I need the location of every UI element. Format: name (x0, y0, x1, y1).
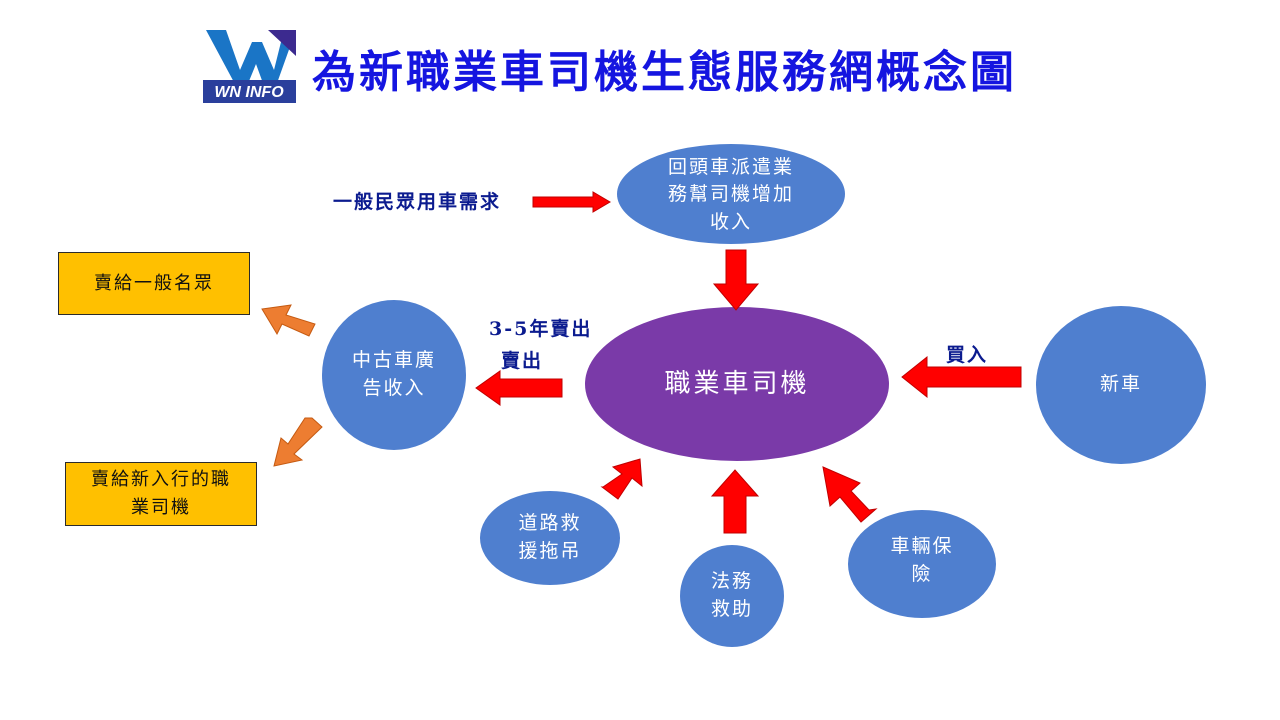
insurance-node-label: 車輛保 險 (848, 528, 996, 594)
used-car-line-1: 中古車廣 (351, 349, 436, 372)
road-rescue-node-ellipse (480, 491, 620, 585)
arrow-dispatch-to-center (712, 249, 760, 311)
sell-years-label: 3-5年賣出 (489, 318, 593, 340)
logo-text: WN INFO (214, 84, 284, 101)
road-rescue-line-2: 援拖吊 (518, 540, 582, 562)
road-rescue-node-label: 道路救 援拖吊 (480, 505, 620, 571)
new-car-node-ellipse (1036, 306, 1206, 464)
dispatch-node-ellipse (617, 144, 845, 244)
road-rescue-line-1: 道路救 (518, 512, 582, 535)
insurance-node-ellipse (848, 510, 996, 618)
dispatch-line-3: 收入 (709, 210, 752, 233)
wn-info-logo: WN INFO (203, 24, 296, 104)
sell-public-box: 賣給一般名眾 (58, 252, 250, 315)
sell-new-driver-line-2: 業司機 (131, 497, 191, 518)
buy-in-label: 買入 (946, 344, 989, 366)
arrow-center-to-used-car (475, 370, 563, 406)
arrow-used-car-to-sell-public (261, 304, 316, 337)
insurance-line-1: 車輛保 (890, 535, 954, 558)
used-car-line-2: 告收入 (362, 377, 426, 399)
used-car-node-label: 中古車廣 告收入 (322, 340, 466, 410)
arrow-rescue-to-center (600, 458, 643, 500)
legal-node-ellipse (680, 545, 784, 647)
arrow-new-car-to-center (901, 355, 1022, 399)
new-car-node-label: 新車 (1099, 373, 1142, 396)
center-node-ellipse (585, 307, 889, 461)
arrow-legal-to-center (710, 469, 760, 534)
insurance-line-2: 險 (911, 563, 933, 585)
arrow-insurance-to-center (822, 466, 878, 523)
legal-line-1: 法務 (710, 570, 753, 593)
sell-new-driver-box: 賣給新入行的職 業司機 (65, 462, 257, 526)
sell-new-driver-line-1: 賣給新入行的職 (91, 469, 231, 491)
dispatch-node-label: 回頭車派遣業 務幫司機增加 收入 (617, 150, 845, 240)
page-title: 為新職業車司機生態服務網概念圖 (312, 47, 1017, 98)
legal-node-label: 法務 救助 (680, 563, 784, 629)
arrow-public-to-dispatch (532, 191, 611, 213)
sell-out-label: 賣出 (501, 350, 544, 372)
dispatch-line-2: 務幫司機增加 (667, 183, 794, 206)
public-demand-label: 一般民眾用車需求 (333, 191, 502, 213)
legal-line-2: 救助 (710, 598, 753, 620)
center-node-label: 職業車司機 (664, 369, 810, 400)
used-car-node-ellipse (322, 300, 466, 450)
arrow-used-car-to-sell-new-driver (273, 417, 323, 467)
dispatch-line-1: 回頭車派遣業 (667, 155, 794, 178)
